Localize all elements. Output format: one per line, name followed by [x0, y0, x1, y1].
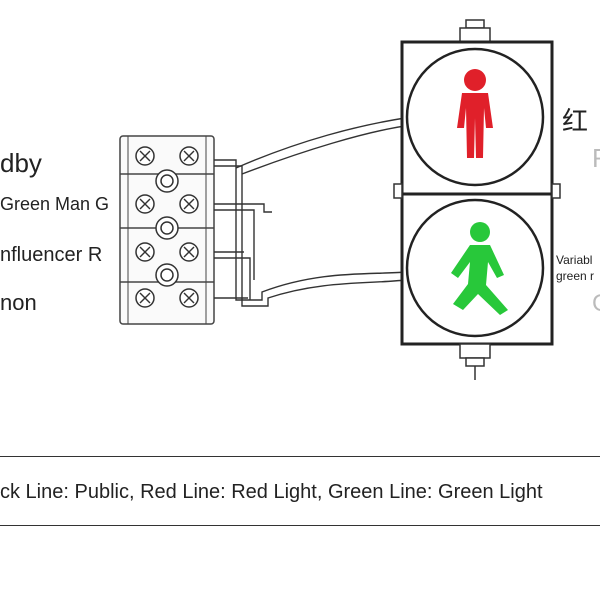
terminal-screw-icon — [135, 194, 155, 214]
label-standby: dby — [0, 148, 42, 178]
label-green-note-2: green r — [556, 269, 595, 283]
terminal-washer-icon — [155, 263, 179, 287]
terminal-washer-icon — [155, 169, 179, 193]
wires — [214, 117, 406, 307]
terminal-screw-icon — [179, 288, 199, 308]
terminal-screw-icon — [135, 288, 155, 308]
terminal-screw-icon — [179, 146, 199, 166]
legend-text: ck Line: Public, Red Line: Red Light, Gr… — [0, 481, 543, 503]
terminal-screw-icon — [135, 242, 155, 262]
label-green-note-1: Variabl — [556, 253, 593, 267]
label-green-man: Green Man G — [0, 194, 110, 214]
label-common: non — [0, 290, 37, 315]
walking-person-icon — [451, 222, 508, 315]
terminal-screw-icon — [135, 146, 155, 166]
terminal-screw-icon — [179, 194, 199, 214]
terminal-screw-icon — [179, 242, 199, 262]
terminal-washer-icon — [155, 216, 179, 240]
label-red-partial: R — [592, 145, 600, 171]
standing-person-icon — [457, 69, 493, 158]
legend-band — [0, 456, 600, 526]
label-red-char: 红 — [562, 106, 589, 136]
label-influencer: nfluencer R — [0, 244, 103, 266]
label-green-partial: G — [592, 292, 600, 316]
